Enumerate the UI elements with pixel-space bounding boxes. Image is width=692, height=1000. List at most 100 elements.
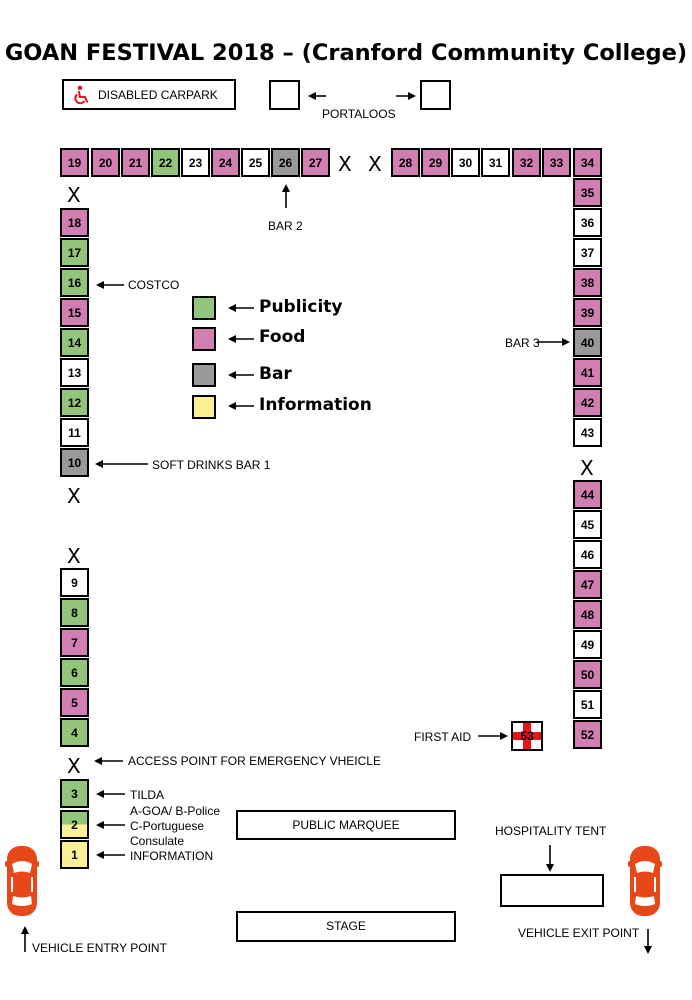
first-aid-label: FIRST AID [414,730,472,744]
stall-39: 39 [573,298,602,327]
stall-43: 43 [573,418,602,447]
stall-51: 51 [573,690,602,719]
bar-2-label: BAR 2 [268,219,303,233]
stall-2-label-line-3: Consulate [130,834,185,848]
arrow-icon [21,92,652,954]
stall-number: 31 [488,155,503,170]
car-icon [628,846,662,916]
stall-28: 28 [391,148,420,177]
stall-45: 45 [573,510,602,539]
stall-number: 34 [580,155,595,170]
blocked-marker-left-access: X [67,754,81,778]
stall-number: 46 [580,547,595,562]
legend-swatch-food [192,327,216,351]
public-marquee: PUBLIC MARQUEE [236,810,456,840]
legend-swatch-publicity [192,296,216,320]
stall-number: 50 [580,667,595,682]
stall-number: 22 [158,155,173,170]
legend-swatch-bar [192,363,216,387]
stall-number: 43 [580,425,595,440]
stall-27: 27 [301,148,330,177]
stall-number: 39 [580,305,595,320]
stall-number: 23 [188,155,203,170]
legend-label-food: Food [259,327,306,347]
vehicle-entry-label: VEHICLE ENTRY POINT [32,941,167,955]
stall-number: 41 [580,365,595,380]
bar-3-label: BAR 3 [505,336,540,350]
stall-14: 14 [60,328,89,357]
stall-number: 49 [580,637,595,652]
stall-22: 22 [151,148,180,177]
stall-30: 30 [451,148,480,177]
stall-2-label-line-1: A-GOA/ B-Police [130,804,221,818]
stall-40: 40 [573,328,602,357]
stall-number: 35 [580,185,595,200]
legend-swatch-information [192,395,216,419]
stall-10: 10 [60,448,89,477]
stall-number: 15 [67,305,82,320]
wheelchair-icon [74,85,89,105]
stall-29: 29 [421,148,450,177]
stall-47: 47 [573,570,602,599]
stall-number: 32 [519,155,534,170]
stall-35: 35 [573,178,602,207]
stall-21: 21 [121,148,150,177]
blocked-marker-left-before-9: X [67,544,81,568]
stall-9: 9 [60,568,89,597]
blocked-marker-top-mid-right: X [368,152,382,176]
stall-number: 40 [580,335,595,350]
stall-26: 26 [271,148,300,177]
stall-number: 29 [428,155,443,170]
stall-25: 25 [241,148,270,177]
information-label: INFORMATION [130,849,214,863]
stall-48: 48 [573,600,602,629]
stall-50: 50 [573,660,602,689]
stall-number: 4 [71,725,78,740]
stall-1: 1 [60,840,89,869]
stall-4: 4 [60,718,89,747]
stall-number: 51 [580,697,595,712]
stall-number: 17 [67,245,82,260]
stall-number: 2 [71,817,78,832]
stall-53: 53 [511,721,543,751]
stall-number: 21 [128,155,143,170]
soft-drinks-bar-1-label: SOFT DRINKS BAR 1 [152,458,271,472]
stall-number: 53 [520,729,534,743]
stall-number: 8 [71,605,78,620]
stall-12: 12 [60,388,89,417]
portaloos-label: PORTALOOS [322,107,396,121]
stall-2: 2 [60,810,89,839]
stall-number: 45 [580,517,595,532]
stall-number: 1 [71,847,78,862]
stall-24: 24 [211,148,240,177]
portaloo-right [420,80,451,110]
stall-number: 16 [67,275,82,290]
stall-19: 19 [60,148,89,177]
stall-31: 31 [481,148,510,177]
stall-44: 44 [573,480,602,509]
public-marquee-label: PUBLIC MARQUEE [292,818,400,832]
stall-15: 15 [60,298,89,327]
blocked-marker-top-mid-left: X [338,152,352,176]
stall-number: 3 [71,786,78,801]
stall-16: 16 [60,268,89,297]
stall-32: 32 [512,148,541,177]
stall-42: 42 [573,388,602,417]
hospitality-tent-label: HOSPITALITY TENT [495,824,607,838]
stall-number: 52 [580,727,595,742]
stall-number: 20 [98,155,113,170]
blocked-marker-right: X [580,456,594,480]
stall-7: 7 [60,628,89,657]
vehicle-exit-label: VEHICLE EXIT POINT [518,926,640,940]
stall-number: 28 [398,155,413,170]
blocked-marker-left-after-10: X [67,484,81,508]
stall-number: 37 [580,245,595,260]
stage-label: STAGE [326,919,366,933]
stall-number: 5 [71,695,78,710]
stall-38: 38 [573,268,602,297]
stall-number: 13 [67,365,82,380]
stall-20: 20 [91,148,120,177]
disabled-carpark-sign: DISABLED CARPARK [62,79,236,110]
costco-label: COSTCO [128,278,180,292]
stall-number: 48 [580,607,595,622]
